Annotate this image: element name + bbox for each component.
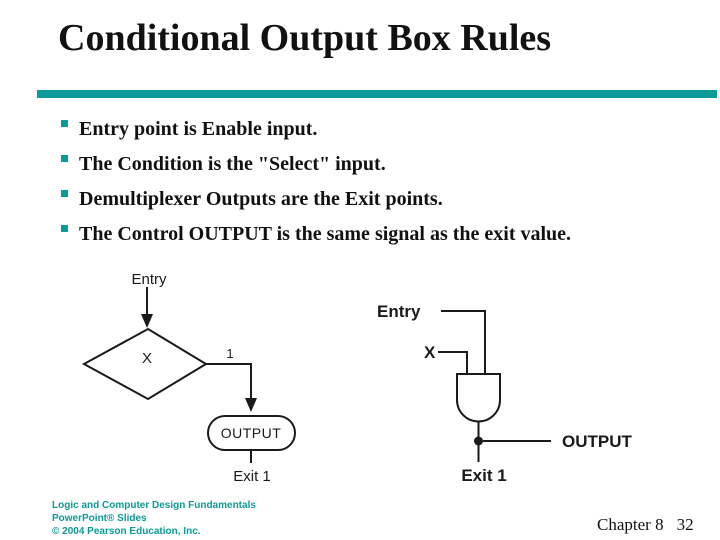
entry-wire [441,310,486,373]
bullet-square-icon [61,190,68,197]
and-gate [456,373,501,423]
bullet-text: The Condition is the "Select" input. [79,153,386,175]
bullet-text: Demultiplexer Outputs are the Exit point… [79,188,443,210]
branding-line: © 2004 Pearson Education, Inc. [52,526,201,537]
branding-line: PowerPoint® Slides [52,513,147,524]
flowchart-entry-label: Entry [131,271,167,288]
page-number: 32 [676,515,694,534]
decision-diamond [81,327,208,401]
bullet-list: Entry point is Enable input. The Conditi… [61,112,581,252]
branch-value-label: 1 [226,346,233,361]
bullet-square-icon [61,120,68,127]
bullet-text: The Control OUTPUT is the same signal as… [79,223,572,245]
branch-connector-line [206,363,252,400]
list-item: Demultiplexer Outputs are the Exit point… [61,182,581,217]
circuit-select-label: X [424,343,436,362]
circuit-exit-label: Exit 1 [461,466,506,485]
bullet-text: Entry point is Enable input. [79,118,318,140]
bullet-square-icon [61,155,68,162]
circuit-entry-label: Entry [377,302,421,321]
arrowhead-icon [245,398,257,412]
page-title: Conditional Output Box Rules [58,17,552,59]
circuit-output-label: OUTPUT [562,432,633,451]
arrowhead-icon [141,314,153,328]
chapter-footer: Chapter 8 32 [597,515,694,535]
circuit-diagram: Entry X OUTPUT Exit 1 [372,298,662,490]
branding-block: Logic and Computer Design Fundamentals P… [52,499,256,538]
flowchart-exit-label: Exit 1 [233,468,271,485]
list-item: Entry point is Enable input. [61,112,581,147]
flowchart-output-label: OUTPUT [221,425,282,441]
flowchart-diagram: Entry X 1 OUTPUT Exit 1 [70,266,310,488]
select-wire [438,351,468,373]
list-item: The Control OUTPUT is the same signal as… [61,217,581,252]
flowchart-condition-label: X [142,350,152,367]
list-item: The Condition is the "Select" input. [61,147,581,182]
branding-line: Logic and Computer Design Fundamentals [52,500,256,511]
chapter-label: Chapter 8 [597,515,664,534]
bullet-square-icon [61,225,68,232]
title-divider-rule [37,90,717,98]
junction-dot-icon [474,436,483,446]
